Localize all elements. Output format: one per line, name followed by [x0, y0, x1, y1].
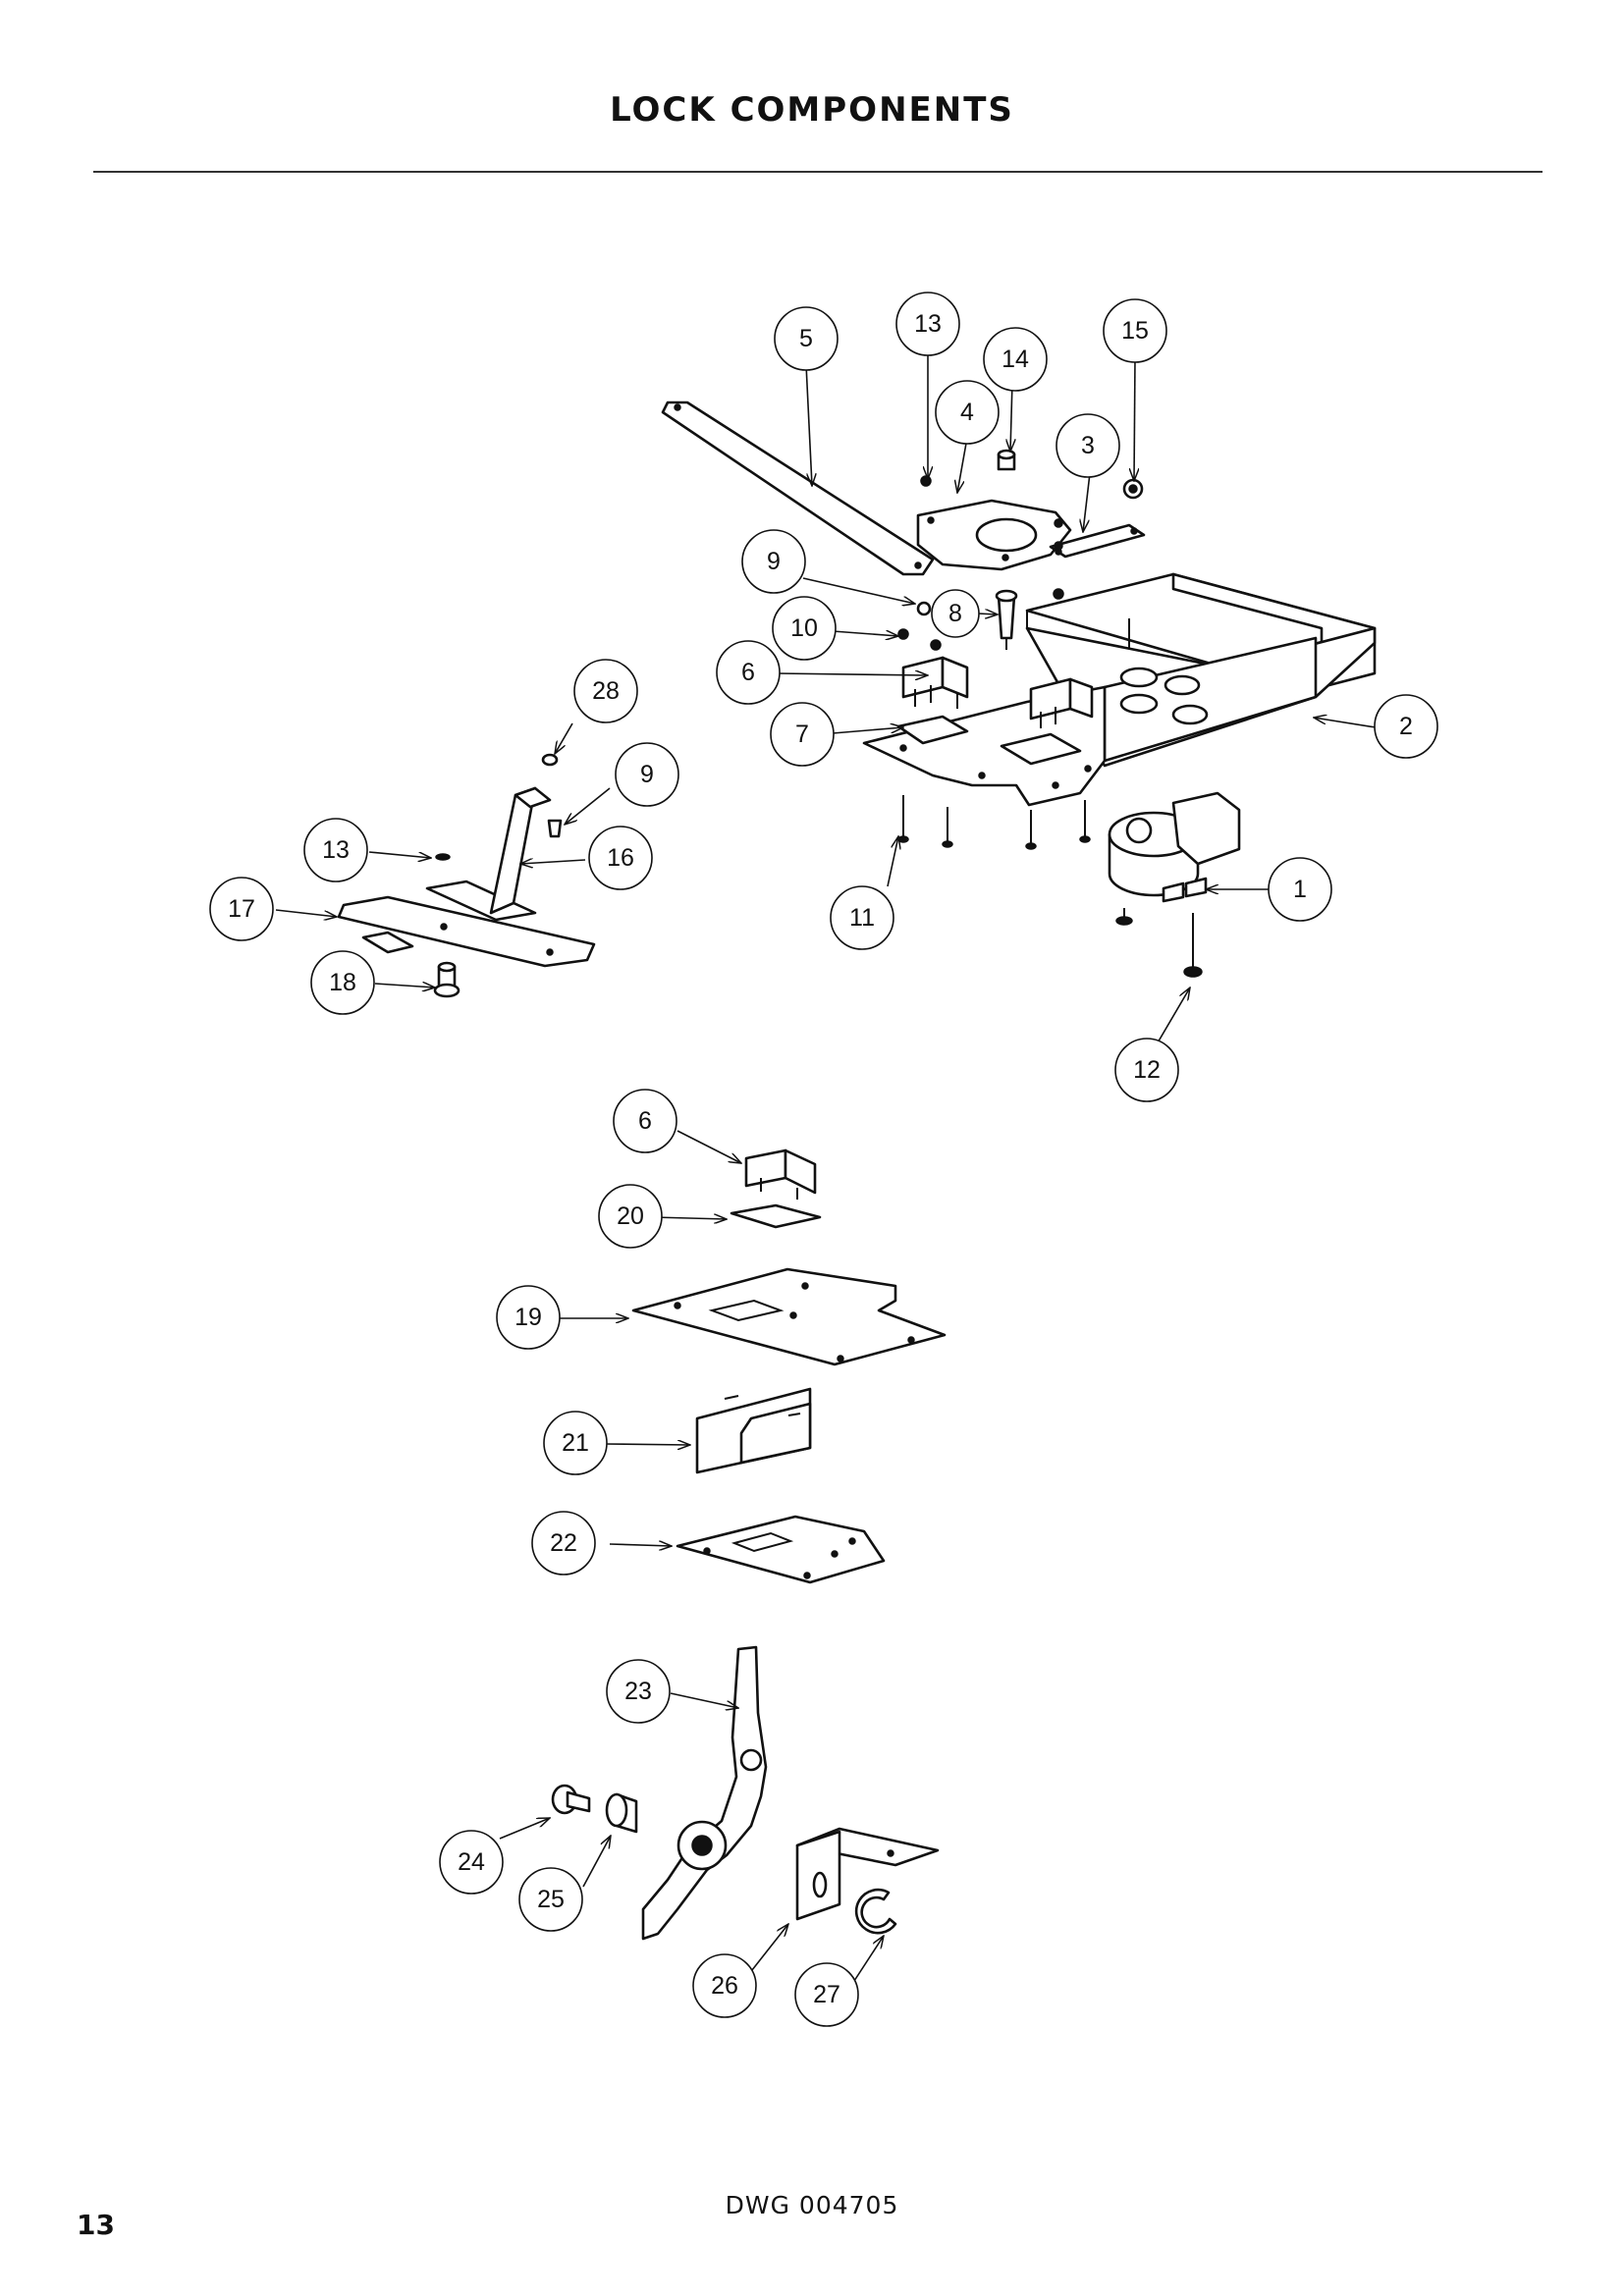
- part-26-bracket: [795, 1827, 940, 1921]
- svg-text:13: 13: [322, 836, 350, 864]
- part-4-cam-plate: [916, 499, 1072, 571]
- callout-13: 13: [895, 292, 960, 356]
- part-6-switch: [744, 1148, 817, 1200]
- svg-text:27: 27: [813, 1981, 840, 2008]
- page-number: 13: [77, 2209, 115, 2241]
- callout-16: 16: [588, 826, 653, 890]
- callout-24: 24: [439, 1830, 504, 1895]
- svg-text:4: 4: [960, 399, 974, 426]
- svg-text:14: 14: [1001, 346, 1029, 373]
- main-assembly: [661, 400, 1377, 978]
- svg-text:16: 16: [607, 844, 634, 872]
- part-25-bushing: [605, 1792, 638, 1834]
- svg-text:25: 25: [537, 1886, 565, 1913]
- svg-text:9: 9: [767, 548, 781, 575]
- svg-text:21: 21: [562, 1429, 589, 1457]
- callout-20: 20: [598, 1184, 663, 1249]
- callout-13-left: 13: [303, 818, 368, 882]
- callout-23: 23: [606, 1659, 671, 1724]
- callout-15: 15: [1103, 298, 1167, 363]
- part-8-pin: [995, 589, 1018, 650]
- latch-group: [551, 1645, 940, 1941]
- callout-6-main: 6: [716, 640, 781, 705]
- callout-17: 17: [209, 877, 274, 941]
- svg-text:17: 17: [228, 895, 255, 923]
- callout-5: 5: [774, 306, 839, 371]
- leader-lines: [275, 352, 1377, 1982]
- svg-text:20: 20: [617, 1202, 644, 1230]
- part-5-rod: [661, 400, 935, 576]
- svg-text:3: 3: [1081, 432, 1095, 459]
- svg-text:6: 6: [638, 1107, 652, 1135]
- callout-18: 18: [310, 950, 375, 1015]
- callout-9-left: 9: [615, 742, 679, 807]
- callout-3: 3: [1056, 413, 1120, 478]
- callout-11: 11: [830, 885, 894, 950]
- part-6-switches: [901, 656, 1094, 728]
- callout-10: 10: [772, 596, 837, 661]
- svg-text:5: 5: [799, 325, 813, 352]
- svg-text:22: 22: [550, 1529, 577, 1557]
- callout-7: 7: [770, 702, 835, 767]
- callout-8: 8: [931, 589, 980, 638]
- part-16-bracket-foot: [425, 880, 537, 922]
- svg-text:6: 6: [741, 659, 755, 686]
- part-27-e-clip: [854, 1888, 897, 1935]
- callout-14: 14: [983, 327, 1048, 392]
- svg-text:1: 1: [1293, 876, 1307, 903]
- part-23-lever: [641, 1645, 768, 1941]
- svg-text:28: 28: [592, 677, 620, 705]
- part-19-plate: [631, 1267, 947, 1366]
- callout-bubbles: 5 13 14 15 4 3 9 8 10 6 7 2 1 11 12 28 9…: [209, 292, 1438, 2027]
- left-assembly: [337, 753, 596, 998]
- switch-stack: [631, 1148, 947, 1584]
- svg-text:7: 7: [795, 721, 809, 748]
- callout-19: 19: [496, 1285, 561, 1350]
- title-rule: [93, 171, 1543, 173]
- part-21-shield: [695, 1387, 812, 1474]
- part-2-tray: [1025, 572, 1377, 768]
- callout-6-stack: 6: [613, 1089, 677, 1153]
- svg-text:9: 9: [640, 761, 654, 788]
- svg-text:8: 8: [948, 600, 962, 627]
- part-18-stud: [433, 961, 460, 998]
- callout-22: 22: [531, 1511, 596, 1575]
- svg-text:24: 24: [458, 1848, 485, 1876]
- callout-21: 21: [543, 1411, 608, 1475]
- callout-2: 2: [1374, 694, 1438, 759]
- callout-28: 28: [573, 659, 638, 723]
- svg-text:19: 19: [514, 1304, 542, 1331]
- callout-26: 26: [692, 1953, 757, 2018]
- page-title: LOCK COMPONENTS: [610, 90, 1014, 130]
- part-20-insulator: [730, 1203, 822, 1229]
- svg-text:13: 13: [914, 310, 942, 338]
- callout-9: 9: [741, 529, 806, 594]
- part-22-plate: [676, 1515, 886, 1584]
- callout-12: 12: [1114, 1038, 1179, 1102]
- svg-text:23: 23: [624, 1678, 652, 1705]
- callout-4: 4: [935, 380, 1000, 445]
- svg-text:12: 12: [1133, 1056, 1161, 1084]
- svg-text:2: 2: [1399, 713, 1413, 740]
- callout-1: 1: [1268, 857, 1332, 922]
- svg-text:26: 26: [711, 1972, 738, 2000]
- part-17-bar: [337, 895, 596, 968]
- svg-text:15: 15: [1121, 317, 1149, 345]
- part-24-pin: [551, 1784, 591, 1815]
- callout-25: 25: [518, 1867, 583, 1932]
- callout-27: 27: [794, 1962, 859, 2027]
- svg-text:18: 18: [329, 969, 356, 996]
- svg-text:10: 10: [790, 614, 818, 642]
- drawing-number: DWG 004705: [725, 2191, 899, 2219]
- part-1-motor: [1108, 791, 1241, 978]
- svg-text:11: 11: [849, 904, 875, 932]
